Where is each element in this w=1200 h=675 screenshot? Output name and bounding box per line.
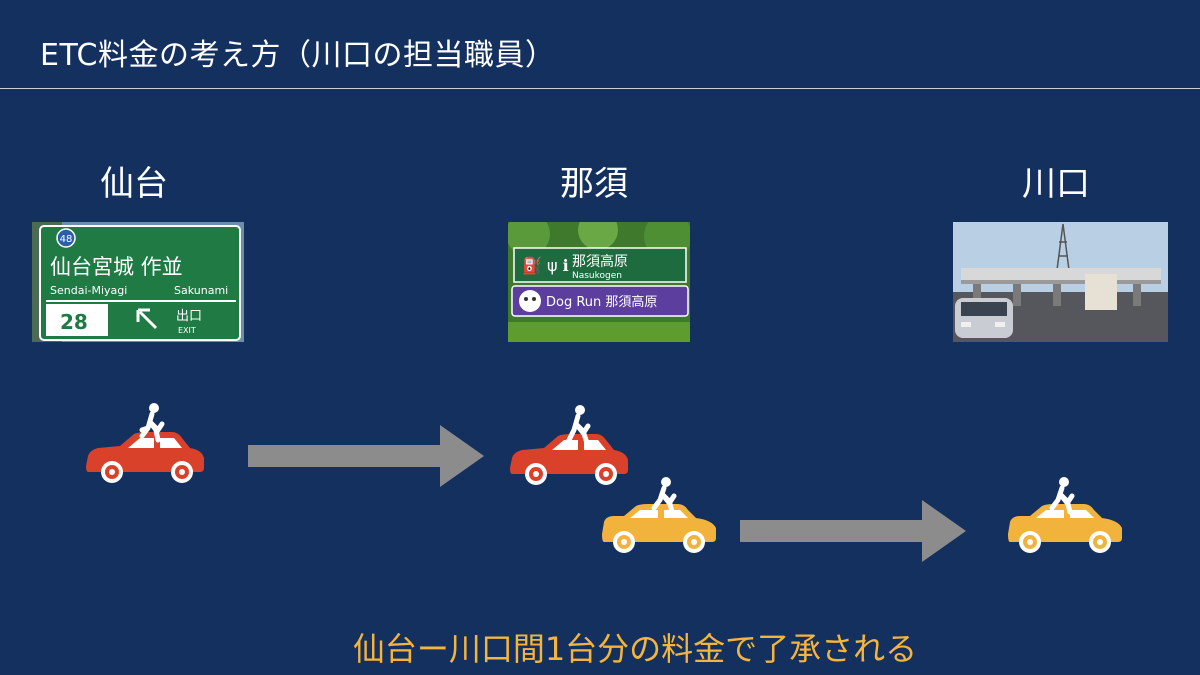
fork-knife-icon: ⛽ ψ ℹ (522, 256, 569, 275)
sendai-sign-en-right: Sakunami (174, 284, 228, 297)
kawaguchi-tollgate-photo (953, 222, 1168, 342)
place-label-nasu: 那須 (560, 164, 628, 204)
red-car-with-passenger-nasu (510, 405, 628, 485)
sendai-sign-en-left: Sendai-Miyagi (50, 284, 127, 297)
place-label-kawaguchi: 川口 (1022, 164, 1090, 204)
exit-jp: 出口 (176, 309, 202, 324)
place-label-sendai: 仙台 (100, 164, 168, 204)
sendai-sign-photo: 48 仙台宮城 作並 Sendai-Miyagi Sakunami 28 出口 … (32, 222, 244, 342)
route-number: 48 (60, 234, 73, 245)
sendai-sign-names: 仙台宮城 作並 (50, 255, 183, 279)
yellow-car-with-passenger-nasu (602, 477, 716, 553)
yellow-car-with-passenger-kawaguchi (1008, 477, 1122, 553)
fare-caption: 仙台ー川口間1台分の料金で了承される (352, 630, 918, 668)
arrow-sendai-to-nasu (248, 425, 484, 487)
nasu-sign-photo: ⛽ ψ ℹ 那須高原 Nasukogen Dog Run 那須高原 (508, 222, 690, 342)
slide-title: ETC料金の考え方（川口の担当職員） (40, 38, 556, 73)
red-car-with-passenger-sendai (86, 403, 204, 483)
exit-number: 28 (60, 310, 88, 334)
nasu-sign-en: Nasukogen (572, 271, 622, 281)
dog-run-text: Dog Run 那須高原 (546, 294, 657, 310)
title-divider (0, 88, 1200, 89)
arrow-nasu-to-kawaguchi (740, 500, 966, 562)
exit-en: EXIT (178, 326, 196, 335)
nasu-sign-jp: 那須高原 (572, 253, 628, 270)
